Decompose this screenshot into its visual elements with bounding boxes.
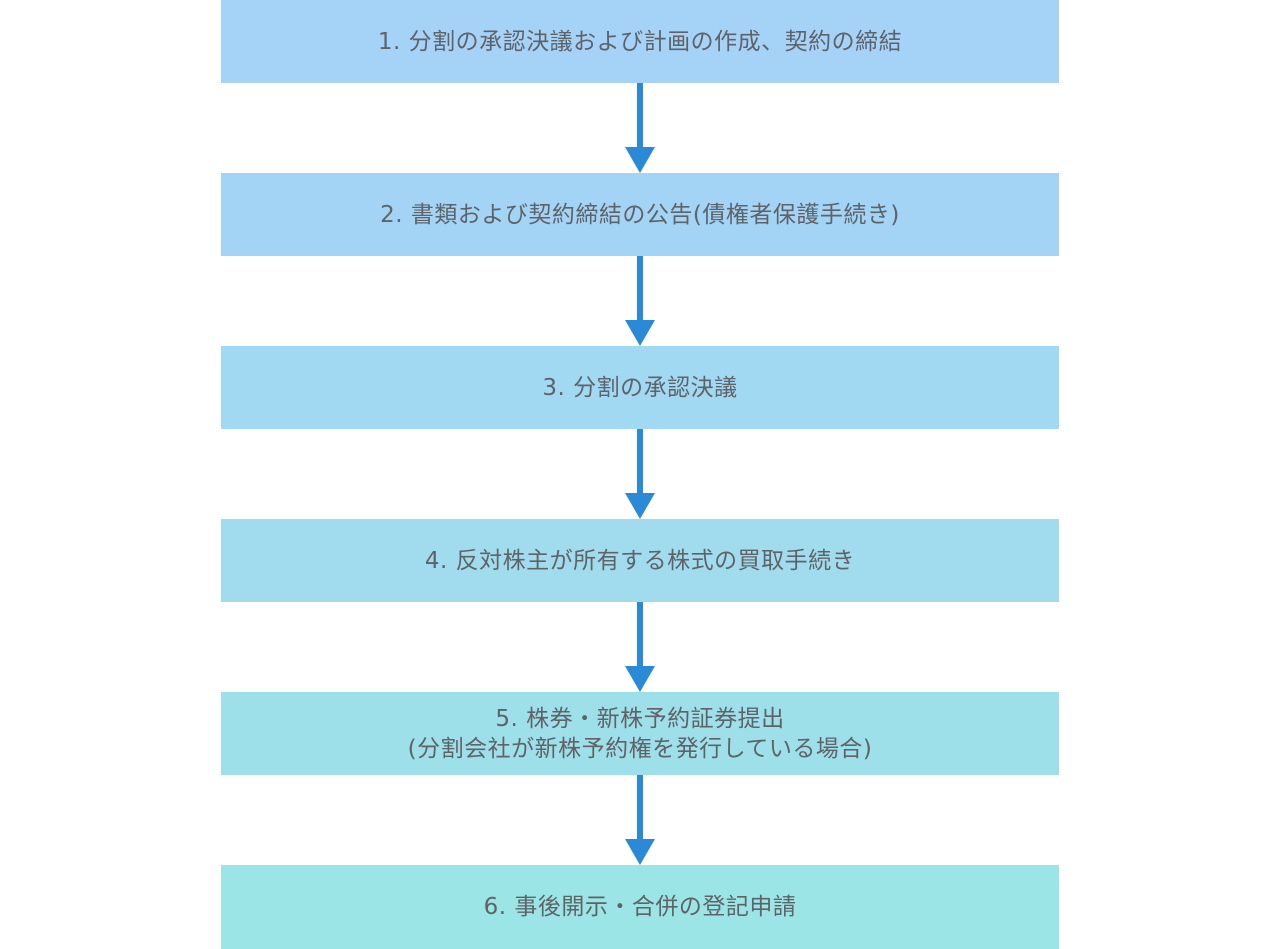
- step-1-label: 1. 分割の承認決議および計画の作成、契約の締結: [377, 28, 903, 55]
- down-arrow-icon: [625, 83, 655, 173]
- step-5-box: 5. 株券・新株予約証券提出 (分割会社が新株予約権を発行している場合): [221, 692, 1059, 775]
- step-4-label: 4. 反対株主が所有する株式の買取手続き: [424, 547, 856, 574]
- step-2-box: 2. 書類および契約締結の公告(債権者保護手続き): [221, 173, 1059, 256]
- down-arrow-icon: [625, 775, 655, 865]
- step-3-label: 3. 分割の承認決議: [542, 374, 738, 401]
- step-4-box: 4. 反対株主が所有する株式の買取手続き: [221, 519, 1059, 602]
- process-flowchart: 1. 分割の承認決議および計画の作成、契約の締結 2. 書類および契約締結の公告…: [221, 0, 1059, 949]
- step-1-box: 1. 分割の承認決議および計画の作成、契約の締結: [221, 0, 1059, 83]
- step-5-label-line-2: (分割会社が新株予約権を発行している場合): [407, 735, 873, 762]
- step-2-label: 2. 書類および契約締結の公告(債権者保護手続き): [380, 201, 900, 228]
- step-5-label-line-1: 5. 株券・新株予約証券提出: [495, 705, 785, 732]
- down-arrow-icon: [625, 429, 655, 519]
- step-3-box: 3. 分割の承認決議: [221, 346, 1059, 429]
- down-arrow-icon: [625, 256, 655, 346]
- step-6-box: 6. 事後開示・合併の登記申請: [221, 865, 1059, 949]
- step-6-label: 6. 事後開示・合併の登記申請: [483, 894, 797, 920]
- down-arrow-icon: [625, 602, 655, 692]
